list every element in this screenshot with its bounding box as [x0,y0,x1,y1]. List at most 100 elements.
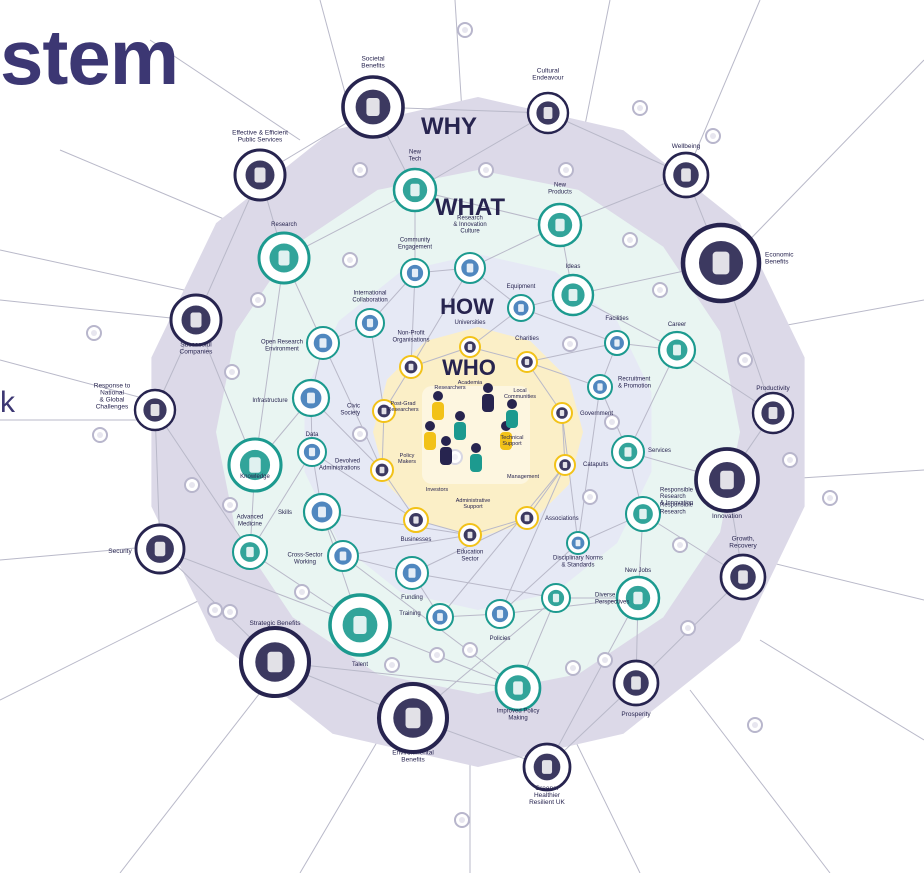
junction-dot [742,357,748,363]
how-node-label-line: Recruitment [618,377,651,383]
who-node-label-line: Civic [347,404,360,410]
what-node-label-line: New Jobs [625,568,651,574]
core-role-label-line: Communities [504,394,536,400]
why-node-label-line: Endeavour [532,75,564,82]
how-node-label-line: Equipment [507,284,536,290]
what-node-label: Ideas [566,264,581,270]
junction-dot [229,369,235,375]
junction-dot [462,27,468,33]
connector-line [321,511,471,536]
who-node-label: Businesses [401,537,432,543]
who-node-label-line: Administrations [319,465,360,471]
why-node-label-line: Security [108,548,132,555]
how-node-label-line: Open Research [261,340,303,346]
junction-dot [212,607,218,613]
background-line [0,299,191,321]
junction-dot [459,817,465,823]
nodes-icon [515,506,539,530]
how-node-label-line: Collaboration [352,297,387,303]
core-role-label-line: Technical [501,435,524,441]
how-node-label-line: Community [400,238,430,244]
how-node-label-line: Disciplinary Norms [553,556,603,562]
why-node-label-line: Resilient UK [529,799,565,806]
why-node-label-line: Response to [94,382,131,389]
what-node-label-line: Research [271,222,297,228]
figure-body [432,402,444,420]
how-node-label-line: Policies [490,636,511,642]
junction-dot [189,482,195,488]
figure-body [482,394,494,412]
how-node-label-line: Research [457,215,483,221]
background-line [729,59,924,261]
figure-body [470,454,482,472]
hand-pen-icon [370,458,394,482]
who-node-label-line: Non-Profit [397,331,424,337]
padlock-icon [134,523,186,575]
page-title: stem [0,13,179,101]
junction-dot [602,657,608,663]
figure-body [424,432,436,450]
why-node-label-line: Benefits [765,259,789,266]
figure-head [433,391,443,401]
what-node-label-line: New [554,183,567,189]
world-map-icon [355,308,385,338]
who-node-label-line: Catapults [583,462,608,468]
parliament-icon [551,402,573,424]
junction-dot [255,297,261,303]
core-role-label-line: Researchers [434,385,465,391]
how-node-label: Equipment [507,284,536,290]
core-role-label-line: Investors [426,487,449,493]
connector-line [322,342,383,471]
why-node-label-line: Successful [180,341,212,348]
what-node-label: Services [648,448,671,454]
what-node-label-line: Medicine [238,521,263,527]
magnifier-person-icon [587,374,613,400]
how-node-label-line: Infrastructure [252,398,288,404]
layer-heading-how: HOW [440,294,494,319]
connector-line [414,112,549,191]
how-node-label: Facilities [605,316,628,322]
who-node-label: Associations [545,516,579,522]
background-line [689,689,831,874]
junction-dot [227,609,233,615]
pie-chart-icon [297,437,327,467]
why-node-label: Innovation [712,513,742,520]
background-line [149,39,301,141]
junction-dot [685,625,691,631]
junction-dot [587,494,593,500]
what-node-label-line: Knowledge [240,474,270,480]
charity-heart-icon [516,351,538,373]
connector-line [274,661,519,689]
document-list-icon [624,495,662,533]
scales-icon [566,531,590,555]
bar-chart-plus-icon [719,553,767,601]
support-headset-icon [611,435,645,469]
hand-sprout-icon [522,742,572,792]
why-node-label-line: & Global [100,397,125,404]
what-node-label-line: Diverse [595,593,616,599]
capitol-building-icon [233,148,287,202]
who-node-label-line: Businesses [401,537,432,543]
what-node-label: Talent [352,662,368,668]
what-node-label: Career [668,322,686,328]
figure-head [425,421,435,431]
what-node-label-line: Products [548,189,572,195]
why-node-label: Productivity [756,385,790,392]
layer-heading-what-line: WHAT [435,194,506,221]
core-role-label-line: Local [513,388,526,394]
junction-dot [299,589,305,595]
how-node-label: Skills [278,510,292,516]
how-node-label-line: Training [399,611,420,617]
how-node-label-line: Environment [265,346,299,352]
who-ring [373,327,583,537]
how-node-label-line: Responsible [660,503,694,509]
bridge-icon [327,540,359,572]
what-node-label: Knowledge [240,474,270,480]
